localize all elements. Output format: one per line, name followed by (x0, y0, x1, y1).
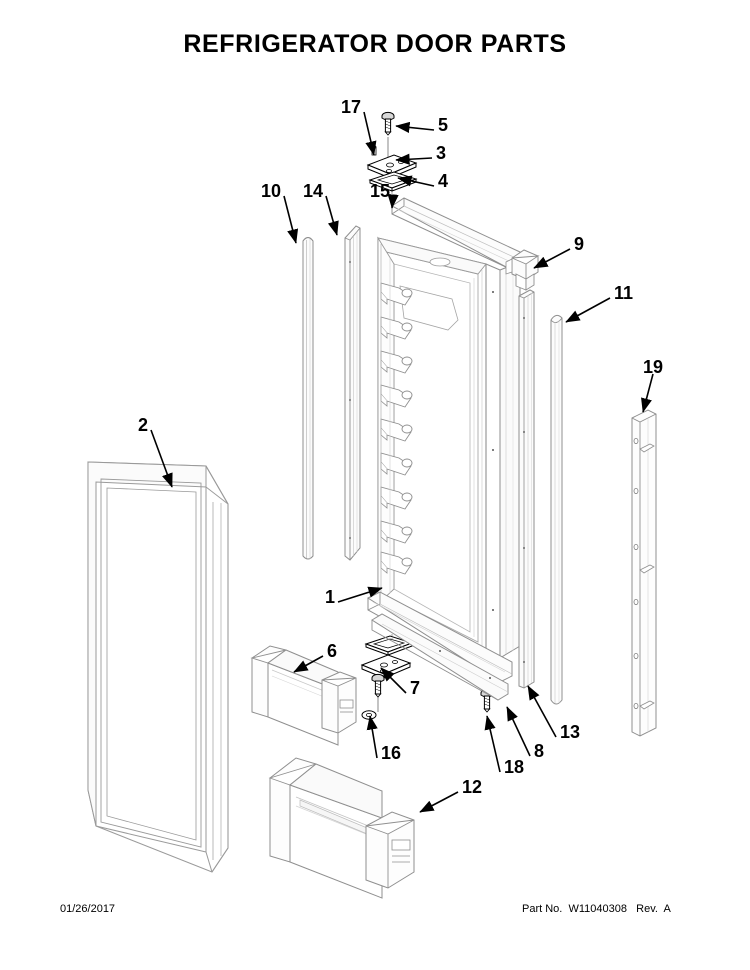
leader-line-9 (533, 248, 571, 269)
leader-line-12 (419, 791, 459, 813)
part-10-left-trim-round (302, 237, 314, 560)
leader-line-11 (565, 297, 611, 323)
callout-number-14: 14 (303, 181, 323, 201)
part-12-door-bin-large (268, 757, 415, 899)
callout-number-2: 2 (138, 415, 148, 435)
leader-line-15 (387, 193, 399, 209)
part-15-top-trim-rail (391, 197, 521, 269)
callout-number-18: 18 (504, 757, 524, 777)
callout-number-12: 12 (462, 777, 482, 797)
part-7-bottom-hinge-pin-body (371, 673, 385, 698)
leader-line-7 (380, 667, 407, 694)
leader-line-17 (363, 111, 377, 156)
part-6-door-bin-small (250, 645, 357, 746)
part-11-right-trim-channel (550, 314, 563, 705)
leader-line-10 (283, 195, 299, 244)
leader-line-19 (641, 373, 654, 413)
callout-number-16: 16 (381, 743, 401, 763)
footer-date: 01/26/2017 (60, 903, 116, 915)
callout-number-13: 13 (560, 722, 580, 742)
callout-number-9: 9 (574, 234, 584, 254)
leader-line-6 (293, 655, 324, 673)
leader-line-18 (484, 715, 501, 773)
leader-line-4 (397, 175, 435, 187)
callout-number-8: 8 (534, 741, 544, 761)
leader-line-5 (395, 121, 435, 133)
liner-bin-supports (380, 282, 413, 575)
callout-number-4: 4 (438, 171, 448, 191)
part-2-door-gasket-seal (87, 461, 229, 873)
callout-number-7: 7 (410, 678, 420, 698)
callout-number-11: 11 (614, 283, 633, 303)
leader-line-14 (325, 195, 339, 236)
part-1-door-panel-outer (377, 236, 521, 659)
callout-number-10: 10 (261, 181, 281, 201)
page-title: REFRIGERATOR DOOR PARTS (183, 30, 567, 58)
footer-part-number: Part No. W11040308 Rev. A (522, 903, 671, 915)
leader-line-16 (366, 715, 378, 759)
part-19-vertical-mounting-rail (631, 409, 657, 737)
callout-number-6: 6 (327, 641, 337, 661)
leader-line-13 (527, 685, 557, 738)
callout-number-5: 5 (438, 115, 448, 135)
part-9-top-hinge-cover (505, 249, 540, 291)
leader-line-2 (150, 429, 173, 488)
leader-line-1 (337, 586, 383, 603)
part-8-bottom-trim-rail (366, 591, 513, 701)
leader-line-8 (506, 706, 531, 757)
callout-leaders (150, 111, 654, 813)
callout-number-3: 3 (436, 143, 446, 163)
part-14-left-angled-trim (344, 225, 361, 561)
callout-number-15: 15 (370, 181, 390, 201)
callout-number-19: 19 (643, 357, 663, 377)
leader-line-3 (395, 153, 433, 165)
callout-number-17: 17 (341, 97, 361, 117)
part-13-right-vertical-trim (518, 289, 535, 689)
callout-number-1: 1 (325, 587, 335, 607)
